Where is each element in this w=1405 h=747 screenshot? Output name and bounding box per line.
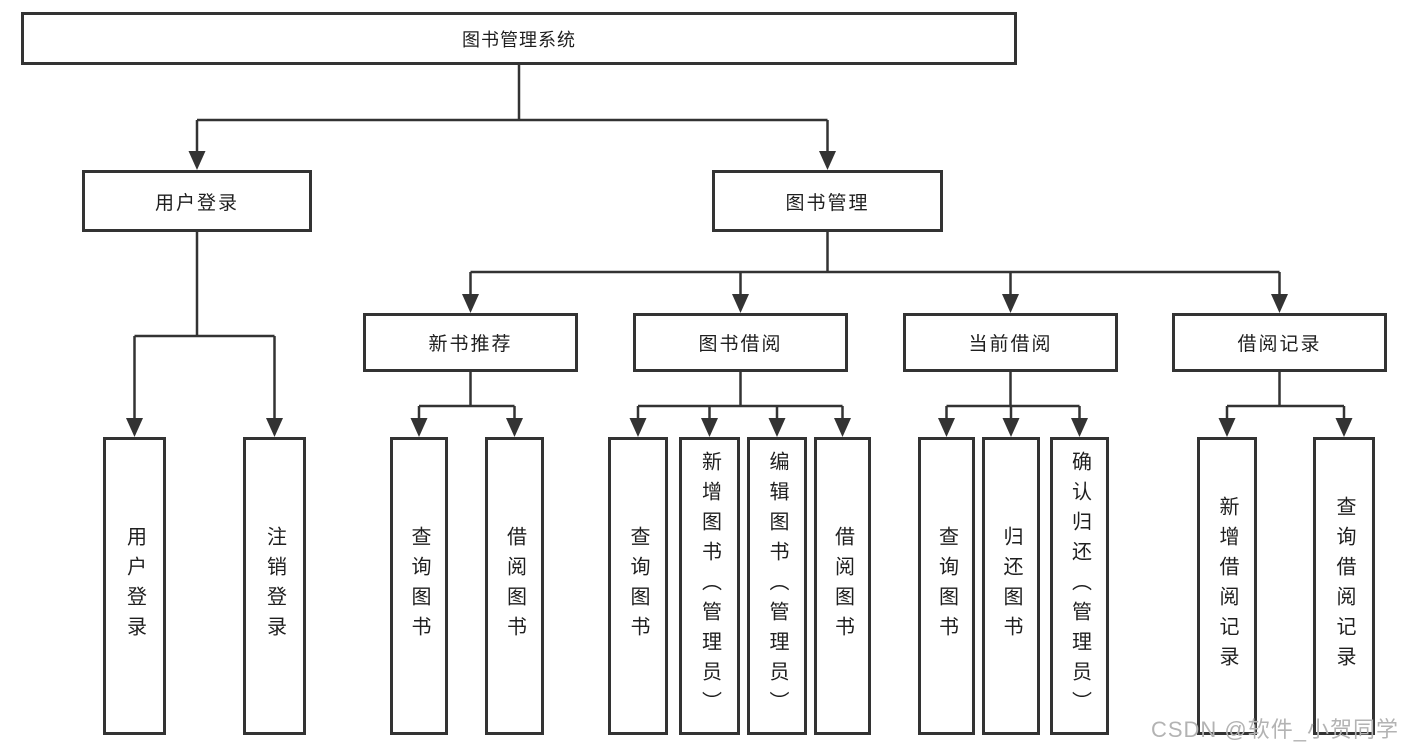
node-label: 查询图书 <box>935 526 958 646</box>
leaf-borrow-books: 借阅图书 <box>814 437 871 735</box>
node-label: 借阅图书 <box>831 526 854 646</box>
node-current-borrow: 当前借阅 <box>903 313 1118 372</box>
node-label: 当前借阅 <box>968 334 1053 355</box>
leaf-user-login: 用户登录 <box>103 437 166 735</box>
leaf-confirm-return-admin: 确认归还（管理员） <box>1050 437 1109 735</box>
leaf-add-borrow-record: 新增借阅记录 <box>1197 437 1257 735</box>
node-label: 编辑图书（管理员） <box>766 451 788 721</box>
node-label: 新书推荐 <box>428 334 513 355</box>
node-label: 确认归还（管理员） <box>1068 451 1091 721</box>
node-book-management: 图书管理 <box>712 170 943 232</box>
leaf-logout: 注销登录 <box>243 437 306 735</box>
leaf-borrow-books-recommend: 借阅图书 <box>485 437 544 735</box>
node-label: 新增借阅记录 <box>1216 496 1238 676</box>
leaf-query-books-recommend: 查询图书 <box>390 437 448 735</box>
node-label: 借阅记录 <box>1237 334 1322 355</box>
leaf-query-books-borrow: 查询图书 <box>608 437 668 735</box>
node-label: 图书借阅 <box>698 334 783 355</box>
node-label: 查询图书 <box>627 526 649 646</box>
node-label: 归还图书 <box>1000 526 1022 646</box>
node-label: 查询图书 <box>408 526 430 646</box>
leaf-edit-books-admin: 编辑图书（管理员） <box>747 437 807 735</box>
node-label: 用户登录 <box>154 192 239 214</box>
node-label: 图书管理 <box>785 192 870 214</box>
csdn-watermark: CSDN @软件_小贺同学 <box>1150 717 1399 742</box>
node-label: 借阅图书 <box>503 526 526 646</box>
leaf-query-books-current: 查询图书 <box>918 437 975 735</box>
node-new-book-recommend: 新书推荐 <box>363 313 578 372</box>
node-user-login: 用户登录 <box>82 170 312 232</box>
leaf-query-borrow-record: 查询借阅记录 <box>1313 437 1375 735</box>
leaf-add-books-admin: 新增图书（管理员） <box>679 437 740 735</box>
node-library-management-system: 图书管理系统 <box>21 12 1017 65</box>
leaf-return-books: 归还图书 <box>982 437 1040 735</box>
node-borrow-records: 借阅记录 <box>1172 313 1387 372</box>
node-label: 注销登录 <box>263 526 286 646</box>
node-label: 图书管理系统 <box>462 29 576 50</box>
node-label: 查询借阅记录 <box>1333 496 1355 676</box>
node-label: 新增图书（管理员） <box>698 451 721 721</box>
node-book-borrow: 图书借阅 <box>633 313 848 372</box>
node-label: 用户登录 <box>123 526 146 646</box>
